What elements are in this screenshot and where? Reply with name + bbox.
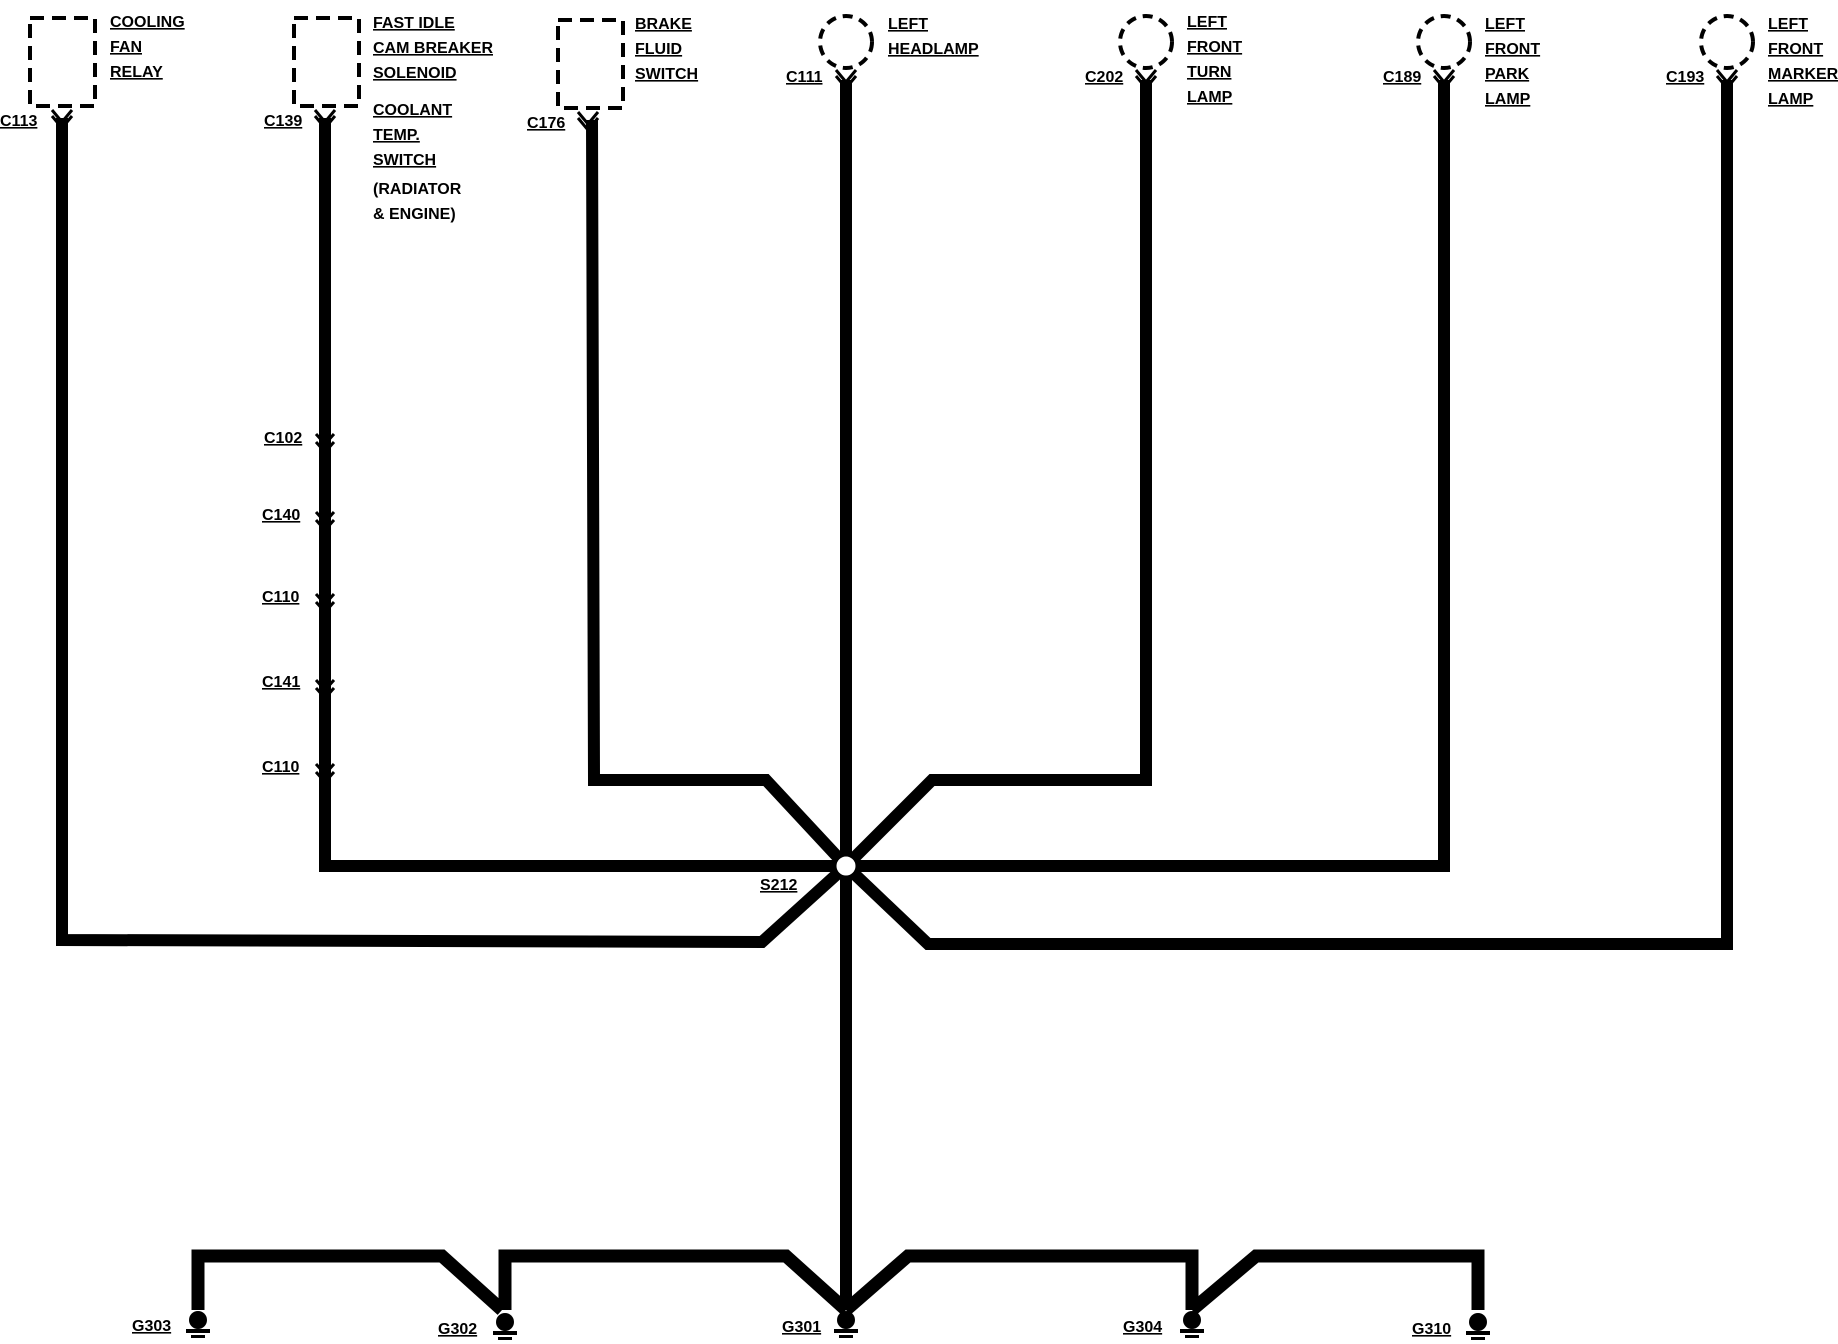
ground-g310-icon [1466,1313,1490,1340]
svg-text:C139: C139 [264,113,302,130]
svg-text:HEADLAMP: HEADLAMP [888,41,979,58]
connector-labels: C113 C139 C176 C111 C202 C189 C193 [0,69,1704,132]
svg-text:C111: C111 [786,69,823,86]
svg-text:G301: G301 [782,1319,821,1336]
svg-text:& ENGINE): & ENGINE) [373,206,456,223]
cooling-fan-relay-label: COOLING FAN RELAY [110,14,185,81]
svg-text:C193: C193 [1666,69,1704,86]
ground-g301-icon [834,1311,858,1338]
ground-labels: G303 G302 G301 G304 G310 [132,1318,1451,1338]
left-front-turn-lamp-label: LEFT FRONT TURN LAMP [1187,14,1242,106]
svg-text:(RADIATOR: (RADIATOR [373,181,462,198]
svg-text:RELAY: RELAY [110,64,163,81]
svg-text:LEFT: LEFT [1485,16,1525,33]
svg-text:BRAKE: BRAKE [635,16,692,33]
svg-text:C110: C110 [262,759,299,776]
brake-fluid-switch-label: BRAKE FLUID SWITCH [635,16,698,83]
svg-text:FRONT: FRONT [1485,41,1540,58]
brake-fluid-switch-symbol [556,18,625,110]
svg-text:C113: C113 [0,113,37,130]
svg-text:LEFT: LEFT [888,16,928,33]
splice-s212-node [831,851,861,881]
splice-label: S212 [760,877,797,894]
ground-g304-icon [1180,1311,1204,1338]
wires [56,80,1733,1310]
svg-text:LAMP: LAMP [1485,91,1531,108]
ground-bus [191,1249,1485,1315]
svg-text:PARK: PARK [1485,66,1530,83]
ground-g303-icon [186,1311,210,1338]
svg-text:FLUID: FLUID [635,41,682,58]
svg-text:C141: C141 [262,674,300,691]
svg-text:C189: C189 [1383,69,1421,86]
svg-text:G304: G304 [1123,1319,1162,1336]
svg-text:MARKER: MARKER [1768,66,1838,83]
ground-g302-icon [493,1313,517,1340]
fast-idle-solenoid-symbol [292,16,361,108]
left-front-turn-lamp-symbol [1118,14,1174,70]
svg-text:G302: G302 [438,1321,477,1338]
fast-idle-solenoid-label: FAST IDLE CAM BREAKER SOLENOID COOLANT T… [373,15,493,223]
inline-connector-labels: C102 C140 C110 C141 C110 [262,430,302,776]
svg-text:C102: C102 [264,430,302,447]
svg-text:COOLANT: COOLANT [373,102,452,119]
svg-text:LAMP: LAMP [1768,91,1814,108]
svg-text:SOLENOID: SOLENOID [373,65,457,82]
svg-text:FAST IDLE: FAST IDLE [373,15,455,32]
svg-text:FAN: FAN [110,39,142,56]
svg-text:TURN: TURN [1187,64,1231,81]
left-front-marker-lamp-label: LEFT FRONT MARKER LAMP [1768,16,1838,108]
svg-text:TEMP.: TEMP. [373,127,420,144]
svg-text:G303: G303 [132,1318,171,1335]
left-front-park-lamp-label: LEFT FRONT PARK LAMP [1485,16,1540,108]
left-headlamp-label: LEFT HEADLAMP [888,16,979,58]
svg-text:CAM BREAKER: CAM BREAKER [373,40,493,57]
svg-text:C110: C110 [262,589,299,606]
svg-text:G310: G310 [1412,1321,1451,1338]
svg-text:SWITCH: SWITCH [373,152,436,169]
ground-symbols [186,1311,1490,1340]
svg-text:FRONT: FRONT [1187,39,1242,56]
inline-connector-marks [314,432,336,785]
svg-text:LEFT: LEFT [1187,14,1227,31]
cooling-fan-relay-symbol [28,16,97,108]
svg-text:SWITCH: SWITCH [635,66,698,83]
svg-text:C202: C202 [1085,69,1123,86]
svg-text:LEFT: LEFT [1768,16,1808,33]
svg-text:FRONT: FRONT [1768,41,1823,58]
svg-text:LAMP: LAMP [1187,89,1233,106]
svg-text:C140: C140 [262,507,300,524]
left-front-marker-lamp-symbol [1699,14,1755,70]
svg-text:C176: C176 [527,115,565,132]
left-front-park-lamp-symbol [1416,14,1472,70]
svg-text:COOLING: COOLING [110,14,185,31]
left-headlamp-symbol [818,14,874,70]
